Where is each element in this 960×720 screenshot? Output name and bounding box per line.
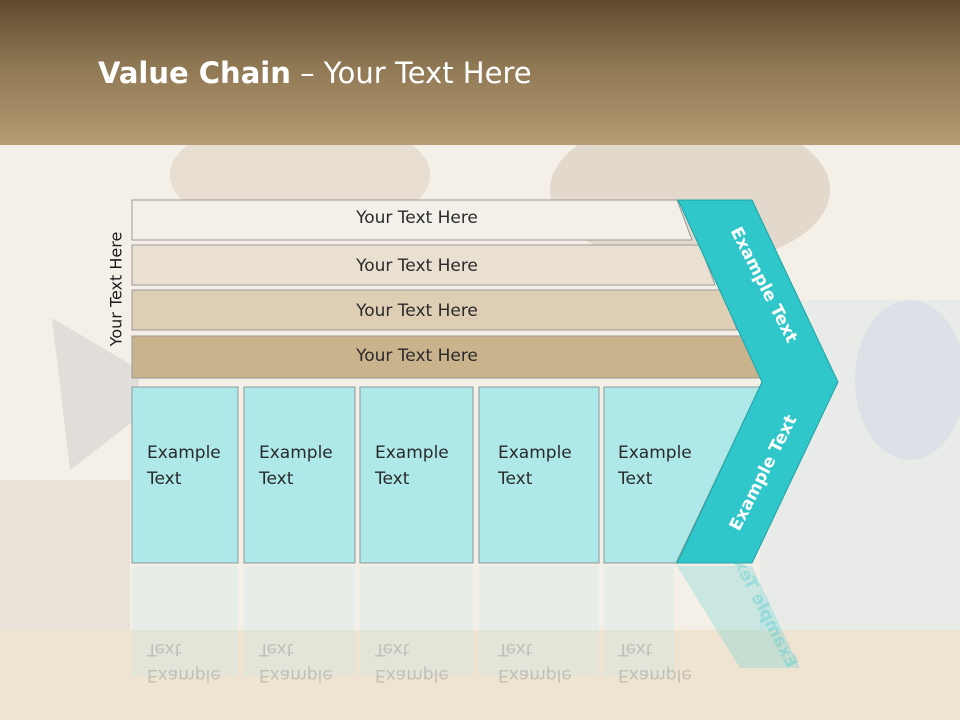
column-4 [478, 386, 600, 564]
bar-1-label: Your Text Here [356, 208, 478, 228]
chevron-arrow [676, 199, 839, 564]
page-title: Value Chain – Your Text Here [98, 56, 532, 90]
column-5-label: Example Text [618, 443, 692, 489]
column-3-label: Example Text [375, 443, 449, 489]
column-2-label: Example Text [259, 443, 333, 489]
column-2 [243, 386, 356, 564]
title-rest: – Your Text Here [290, 56, 532, 90]
column-3-reflection: Example Text [375, 639, 449, 685]
reflection [132, 566, 800, 676]
side-label: Your Text Here [106, 231, 126, 347]
bar-4-label: Your Text Here [356, 346, 478, 366]
bar-3 [131, 289, 738, 331]
bar-2 [131, 244, 716, 286]
column-1-reflection: Example Text [147, 639, 221, 685]
bar-3-label: Your Text Here [356, 301, 478, 321]
column-5 [603, 386, 761, 564]
column-4-reflection: Example Text [498, 639, 572, 685]
bar-1 [131, 199, 693, 241]
column-5-reflection: Example Text [618, 639, 692, 685]
column-1 [131, 386, 239, 564]
column-3 [359, 386, 474, 564]
bar-2-label: Your Text Here [356, 256, 478, 276]
title-banner [0, 0, 960, 145]
column-1-label: Example Text [147, 443, 221, 489]
column-4-label: Example Text [498, 443, 572, 489]
column-2-reflection: Example Text [259, 639, 333, 685]
title-bold: Value Chain [98, 56, 291, 90]
